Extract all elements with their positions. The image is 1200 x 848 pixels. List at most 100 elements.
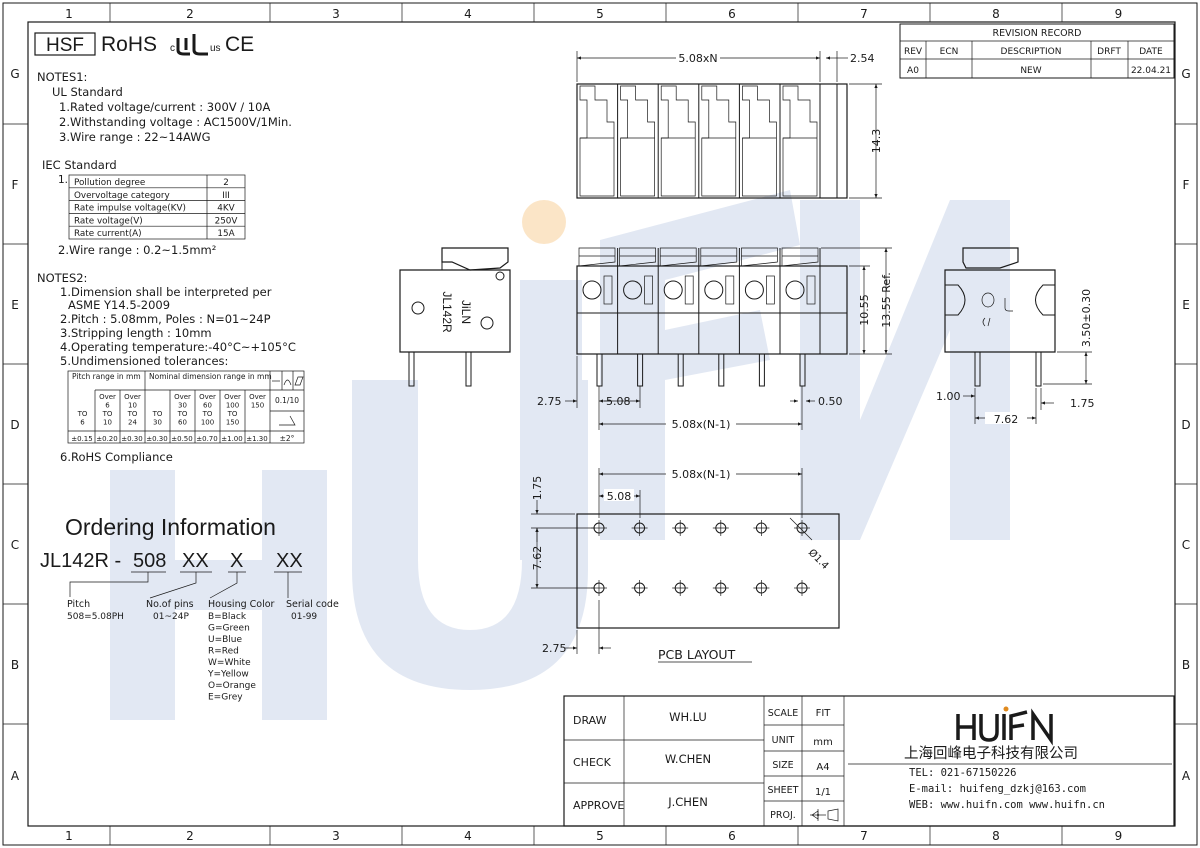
top-pole-outline [579, 85, 615, 197]
dim-front-pitch: 5.08 [606, 395, 631, 408]
tolerance-table: Pitch range in mm Nominal dimension rang… [67, 370, 305, 444]
tol-col-label: 100 [201, 419, 214, 427]
dim-top-width: 5.08xN [678, 52, 717, 65]
flatness-tolerance: 0.1/10 [275, 396, 299, 405]
certification-marks: HSF RoHS c us CE [34, 32, 254, 56]
revision-cell: A0 [907, 66, 919, 76]
company-name: 上海回峰电子科技有限公司 [904, 745, 1078, 762]
tol-col-label: Over [174, 393, 191, 401]
code-part-color: X [230, 550, 243, 572]
iec-param: Rate voltage(V) [74, 216, 143, 226]
tol-col-label: 10 [128, 402, 137, 410]
notes2-line: ASME Y14.5-2009 [68, 298, 170, 312]
huifn-watermark [110, 190, 1010, 720]
frame-col-label: 1 [65, 7, 73, 21]
iec-value: 4KV [217, 204, 234, 214]
frame-row-label: B [11, 658, 19, 672]
iec-value: III [222, 191, 230, 201]
frame-row-label: A [11, 769, 20, 783]
tol-col-label: TO [102, 410, 113, 418]
product-label-model: JL142R [440, 291, 454, 333]
frame-col-label: 9 [1115, 7, 1123, 21]
notes2-title: NOTES2: [37, 271, 87, 285]
frame-col-label: 2 [186, 829, 194, 843]
ordering-label-line: W=White [208, 658, 251, 668]
frame-col-label: 7 [860, 7, 868, 21]
frame-row-label: C [11, 538, 19, 552]
rohs-mark: RoHS [101, 33, 157, 56]
tol-col-label: TO [152, 410, 163, 418]
dim-pcb-left: 2.75 [542, 642, 567, 655]
title-key: UNIT [772, 735, 795, 746]
revision-cell: 22.04.21 [1131, 66, 1171, 76]
front-view [576, 247, 848, 387]
front-pin [718, 353, 725, 387]
ul-standard-title: UL Standard [52, 85, 123, 99]
ordering-label-line: B=Black [208, 612, 247, 622]
frame-row-label: D [1181, 418, 1190, 432]
tol-value: ±1.00 [221, 435, 242, 443]
frame-col-label: 5 [596, 829, 604, 843]
ordering-label-title: Pitch [67, 599, 90, 610]
top-pole-outline [782, 85, 818, 197]
notes2-line: 4.Operating temperature:-40°C~+105°C [60, 340, 296, 354]
tol-col-label: Over [124, 393, 141, 401]
ul-spec-line: 1.Rated voltage/current : 300V / 10A [59, 100, 270, 114]
iec-param: Pollution degree [74, 178, 145, 188]
company-tel: TEL: 021-67150226 [909, 767, 1016, 779]
title-value: mm [813, 737, 832, 748]
dim-top-end: 2.54 [850, 52, 875, 65]
tol-col-label: TO [202, 410, 213, 418]
title-key: SCALE [768, 708, 798, 719]
iec-wire-range: 2.Wire range : 0.2~1.5mm² [58, 243, 216, 257]
ul-us: us [210, 43, 221, 54]
title-value: FIT [816, 708, 832, 719]
top-view [576, 83, 848, 199]
code-prefix: JL142R - [40, 550, 121, 572]
screw-slot [766, 275, 775, 305]
revision-header: ECN [940, 47, 959, 57]
top-view-dimensions: 5.08xN 2.54 14.3 [576, 51, 883, 199]
tol-value: ±0.30 [146, 435, 167, 443]
tol-col-label: 24 [128, 419, 137, 427]
ul-c: c [170, 43, 175, 54]
angle-tolerance: ±2° [280, 434, 295, 443]
tol-col-label: 6 [105, 402, 110, 410]
revision-cell: NEW [1020, 66, 1041, 76]
pcb-layout-title: PCB LAYOUT [658, 647, 736, 662]
top-pole-outline [660, 85, 696, 197]
ordering-information: Ordering Information JL142R - 508 XX X X… [40, 514, 339, 703]
frame-col-label: 7 [860, 829, 868, 843]
frame-col-label: 6 [728, 829, 736, 843]
iec-value: 15A [217, 229, 234, 239]
screw-slot [725, 275, 735, 305]
screw-slot [684, 275, 694, 305]
title-key: PROJ. [770, 810, 796, 821]
ul-spec-line: 2.Withstanding voltage : AC1500V/1Min. [59, 115, 292, 129]
frame-row-label: G [1181, 67, 1190, 81]
frame-col-label: 5 [596, 7, 604, 21]
right-side-dimensions: 3.50±0.30 1.00 1.75 7.62 [936, 289, 1095, 426]
nominal-range-header: Nominal dimension range in mm [149, 372, 272, 381]
tol-value: ±0.70 [196, 435, 217, 443]
wire-entry-hole [582, 280, 602, 300]
front-pin [799, 353, 806, 387]
ul-spec-line: 3.Wire range : 22~14AWG [59, 130, 211, 144]
frame-col-label: 8 [992, 829, 1000, 843]
front-pusher [619, 247, 656, 267]
ce-icon [982, 317, 991, 327]
tol-col-label: 30 [153, 419, 162, 427]
ul-recognized-icon [1004, 298, 1013, 312]
front-pusher [781, 247, 819, 267]
revision-header: DATE [1139, 47, 1163, 57]
title-name: W.CHEN [665, 752, 711, 766]
tol-col-label: TO [127, 410, 138, 418]
ordering-label-line: 508=5.08PH [67, 612, 124, 622]
dim-front-span: 5.08x(N-1) [672, 418, 731, 431]
iec-param: Rate current(A) [74, 229, 142, 239]
notes1-title: NOTES1: [37, 70, 87, 84]
tol-value: ±1.30 [246, 435, 267, 443]
tol-col-label: TO [227, 410, 238, 418]
company-email: E-mail: huifeng_dzkj@163.com [909, 783, 1086, 795]
iec-value: 250V [215, 216, 238, 226]
